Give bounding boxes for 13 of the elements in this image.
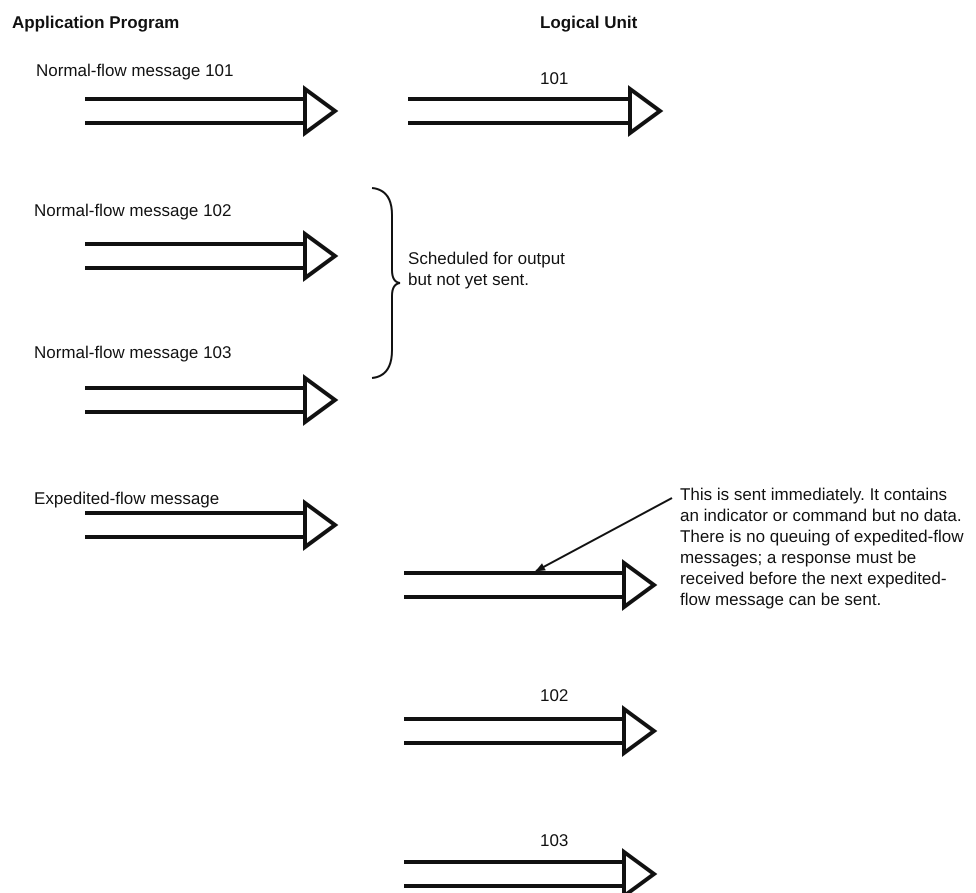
note-text: Scheduled for output but not yet sent. — [408, 248, 566, 290]
message-label: Normal-flow message 102 — [34, 200, 232, 221]
column-heading: Logical Unit — [540, 12, 638, 33]
double-arrow — [402, 561, 658, 609]
message-number: 102 — [540, 685, 568, 706]
message-label: Expedited-flow message — [34, 488, 220, 509]
message-number: 101 — [540, 68, 568, 89]
leader-line — [535, 497, 672, 572]
message-label: Normal-flow message 103 — [34, 342, 232, 363]
message-number: 103 — [540, 830, 568, 851]
message-label: Normal-flow message 101 — [36, 60, 234, 81]
note-text: This is sent immediately. It contains an indicator or command but no data. There is no queuing of expedited-flow messages; a response must be received before the next expedited-flow message can be sent. — [680, 484, 970, 610]
column-heading: Application Program — [12, 12, 180, 33]
